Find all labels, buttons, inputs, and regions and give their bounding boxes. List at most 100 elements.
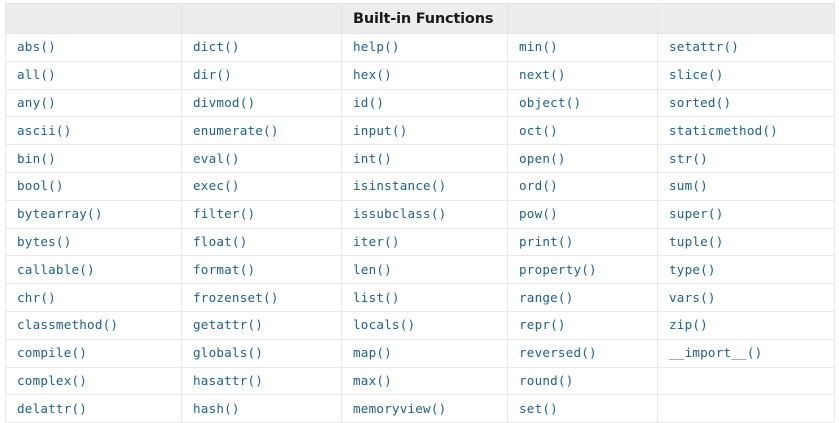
function-cell[interactable]: oct() [507,116,658,146]
function-link[interactable]: vars() [669,289,716,305]
function-cell[interactable]: input() [341,116,508,146]
function-link[interactable]: dir() [193,67,232,83]
function-link[interactable]: frozenset() [193,289,279,305]
function-link[interactable]: abs() [17,39,56,55]
function-cell[interactable]: divmod() [181,88,342,118]
function-link[interactable]: min() [519,39,558,55]
function-cell[interactable]: ord() [507,171,658,201]
function-link[interactable]: getattr() [193,317,264,333]
function-link[interactable]: float() [193,233,248,249]
function-cell[interactable]: super() [657,199,835,229]
function-cell[interactable]: globals() [181,338,342,368]
function-link[interactable]: slice() [669,67,724,83]
function-link[interactable]: next() [519,67,566,83]
function-cell[interactable]: enumerate() [181,116,342,146]
function-cell[interactable]: id() [341,88,508,118]
function-link[interactable]: tuple() [669,233,724,249]
function-cell[interactable]: next() [507,60,658,90]
function-cell[interactable]: int() [341,144,508,173]
function-link[interactable]: str() [669,150,708,166]
function-link[interactable]: hex() [353,67,392,83]
function-cell[interactable]: staticmethod() [657,116,835,146]
function-link[interactable]: __import__() [669,345,763,361]
function-link[interactable]: pow() [519,206,558,222]
function-cell[interactable]: vars() [657,283,835,312]
function-cell[interactable]: hash() [181,394,342,423]
function-cell[interactable]: issubclass() [341,199,508,229]
function-link[interactable]: reversed() [519,345,597,361]
function-cell[interactable]: reversed() [507,338,658,368]
function-link[interactable]: hasattr() [193,372,264,388]
function-link[interactable]: open() [519,150,566,166]
function-link[interactable]: help() [353,39,400,55]
function-link[interactable]: bytes() [17,233,72,249]
function-cell[interactable]: set() [507,394,658,423]
function-link[interactable]: classmethod() [17,317,119,333]
function-link[interactable]: any() [17,94,56,110]
function-link[interactable]: iter() [353,233,400,249]
function-cell[interactable]: object() [507,88,658,118]
function-cell[interactable]: bool() [5,171,182,201]
function-cell[interactable]: callable() [5,255,182,285]
function-link[interactable]: zip() [669,317,708,333]
function-cell[interactable]: list() [341,283,508,312]
function-cell[interactable]: eval() [181,144,342,173]
function-cell[interactable]: repr() [507,310,658,340]
function-link[interactable]: locals() [353,317,416,333]
function-link[interactable]: ascii() [17,122,72,138]
function-link[interactable]: set() [519,400,558,416]
function-cell[interactable]: hasattr() [181,366,342,396]
function-cell[interactable]: classmethod() [5,310,182,340]
function-cell[interactable]: map() [341,338,508,368]
function-link[interactable]: delattr() [17,400,88,416]
function-cell[interactable]: bytes() [5,227,182,257]
function-link[interactable]: list() [353,289,400,305]
function-cell[interactable]: locals() [341,310,508,340]
function-link[interactable]: round() [519,372,574,388]
function-link[interactable]: callable() [17,261,95,277]
function-link[interactable]: repr() [519,317,566,333]
function-cell[interactable]: complex() [5,366,182,396]
function-link[interactable]: sum() [669,178,708,194]
function-link[interactable]: map() [353,345,392,361]
function-cell[interactable]: max() [341,366,508,396]
function-link[interactable]: compile() [17,345,88,361]
function-link[interactable]: type() [669,261,716,277]
function-link[interactable]: all() [17,67,56,83]
function-link[interactable]: staticmethod() [669,122,778,138]
function-link[interactable]: print() [519,233,574,249]
function-cell[interactable]: open() [507,144,658,173]
function-cell[interactable]: float() [181,227,342,257]
function-link[interactable]: filter() [193,206,256,222]
function-cell[interactable]: delattr() [5,394,182,423]
function-cell[interactable]: sum() [657,171,835,201]
function-link[interactable]: chr() [17,289,56,305]
function-link[interactable]: object() [519,94,582,110]
function-cell[interactable]: setattr() [657,33,835,62]
function-cell[interactable]: property() [507,255,658,285]
function-cell[interactable]: help() [341,33,508,62]
function-link[interactable]: format() [193,261,256,277]
function-cell[interactable]: filter() [181,199,342,229]
function-cell[interactable]: compile() [5,338,182,368]
function-link[interactable]: int() [353,150,392,166]
function-link[interactable]: globals() [193,345,264,361]
function-cell[interactable]: isinstance() [341,171,508,201]
function-link[interactable]: enumerate() [193,122,279,138]
function-cell[interactable]: __import__() [657,338,835,368]
function-link[interactable]: bool() [17,178,64,194]
function-cell[interactable]: zip() [657,310,835,340]
function-cell[interactable]: hex() [341,60,508,90]
function-cell[interactable]: print() [507,227,658,257]
function-cell[interactable]: format() [181,255,342,285]
function-cell[interactable]: exec() [181,171,342,201]
function-link[interactable]: len() [353,261,392,277]
function-cell[interactable]: str() [657,144,835,173]
function-link[interactable]: dict() [193,39,240,55]
function-cell[interactable]: dict() [181,33,342,62]
function-link[interactable]: hash() [193,400,240,416]
function-link[interactable]: super() [669,206,724,222]
function-cell[interactable]: tuple() [657,227,835,257]
function-link[interactable]: issubclass() [353,206,447,222]
function-cell[interactable]: abs() [5,33,182,62]
